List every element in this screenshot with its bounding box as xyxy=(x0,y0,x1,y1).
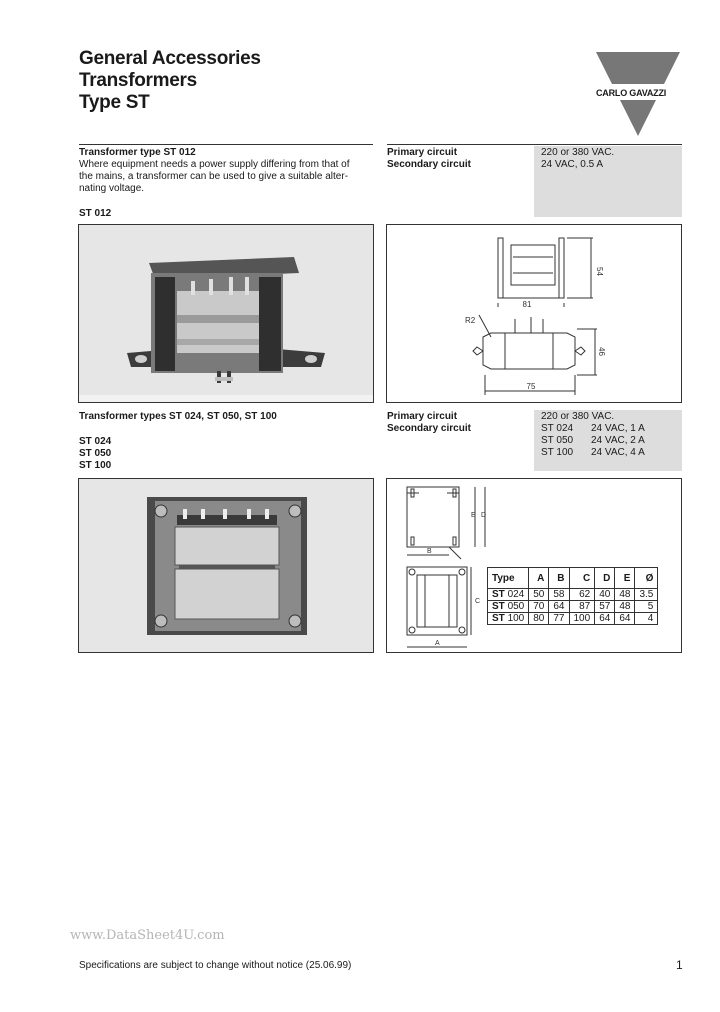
section1-secondary-label: Secondary circuit xyxy=(387,159,471,170)
title-line-2: Transformers xyxy=(79,70,197,91)
col-header-c: C xyxy=(568,567,596,589)
cell-diameter: 3.5 xyxy=(634,588,659,601)
cell-diameter: 5 xyxy=(634,600,659,613)
cell-b: 64 xyxy=(548,600,570,613)
section2-secondary-list: ST 024 24 VAC, 1 A ST 050 24 VAC, 2 A ST 1… xyxy=(534,423,682,459)
description-line: nating voltage. xyxy=(79,183,145,194)
cell-e: 48 xyxy=(614,600,636,613)
col-header-type: Type xyxy=(486,567,530,589)
section1-description: Where equipment needs a power supply dif… xyxy=(79,159,375,195)
dim-label-a: A xyxy=(435,640,440,647)
secondary-value: 24 VAC, 4 A xyxy=(591,447,645,458)
cell-c: 100 xyxy=(568,612,596,625)
cell-diameter: 4 xyxy=(634,612,659,625)
st024-photo-frame xyxy=(78,478,374,653)
dim-top-height: 54 xyxy=(595,267,604,276)
dim-bottom-height: 46 xyxy=(597,347,606,356)
cell-d: 40 xyxy=(594,588,616,601)
table-row: ST 024 50 58 62 40 48 3.5 xyxy=(486,588,659,601)
cell-d: 64 xyxy=(594,612,616,625)
page-title: General Accessories Transformers Type ST xyxy=(79,48,261,114)
cell-a: 80 xyxy=(528,612,550,625)
table-row: ST 100 80 77 100 64 64 4 xyxy=(486,612,659,625)
table-header-row: Type A B C D E Ø xyxy=(486,567,659,589)
section1-secondary-value: 24 VAC, 0.5 A xyxy=(541,159,604,170)
transformer-st024-photo xyxy=(79,479,373,652)
description-line: Where equipment needs a power supply dif… xyxy=(79,159,350,170)
logo-triangle-icon xyxy=(592,52,684,136)
section2-primary-label: Primary circuit xyxy=(387,411,458,422)
secondary-model: ST 050 xyxy=(541,435,574,446)
title-line-3: Type ST xyxy=(79,92,150,113)
section2-secondary-label: Secondary circuit xyxy=(387,423,471,434)
logo-text: CARLO GAVAZZI xyxy=(596,88,667,98)
st012-dimension-drawing: 81 54 R2 75 46 xyxy=(465,237,606,395)
st024-dimension-drawing: E D B C A xyxy=(406,486,486,648)
secondary-model: ST 024 xyxy=(541,423,574,434)
dim-label-e: E xyxy=(471,512,476,519)
type-cell: ST 050 xyxy=(486,600,530,613)
section1-rule-left xyxy=(79,144,373,145)
type-cell: ST 100 xyxy=(486,612,530,625)
type-number: 024 xyxy=(507,589,525,600)
footer-notice: Specifications are subject to change wit… xyxy=(79,960,352,971)
section2-heading: Transformer types ST 024, ST 050, ST 100 xyxy=(79,411,277,422)
watermark: www.DataSheet4U.com xyxy=(70,928,225,943)
secondary-row: ST 050 24 VAC, 2 A xyxy=(541,435,682,447)
dim-bottom-width: 75 xyxy=(527,382,536,391)
secondary-row: ST 100 24 VAC, 4 A xyxy=(541,447,682,459)
cell-d: 57 xyxy=(594,600,616,613)
cell-a: 50 xyxy=(528,588,550,601)
type-number: 100 xyxy=(507,613,525,624)
title-line-1: General Accessories xyxy=(79,48,261,69)
model-label: ST 050 xyxy=(79,448,112,459)
cell-b: 77 xyxy=(548,612,570,625)
section1-rule-right xyxy=(387,144,682,145)
section1-spec-box: 220 or 380 VAC. 24 VAC, 0.5 A xyxy=(534,146,682,217)
col-header-a: A xyxy=(528,567,550,589)
cell-c: 62 xyxy=(568,588,596,601)
cell-e: 48 xyxy=(614,588,636,601)
cell-c: 87 xyxy=(568,600,596,613)
st012-dimension-drawing-frame: 81 54 R2 75 46 xyxy=(386,224,682,403)
dim-label-b: B xyxy=(427,548,432,555)
section1-heading: Transformer type ST 012 xyxy=(79,147,196,158)
section1-model-label: ST 012 xyxy=(79,208,112,219)
col-header-d: D xyxy=(594,567,616,589)
dimension-table: Type A B C D E Ø ST 024 50 58 62 40 48 3… xyxy=(486,567,659,625)
section1-primary-label: Primary circuit xyxy=(387,147,458,158)
type-prefix: ST xyxy=(492,589,505,600)
carlo-gavazzi-logo: CARLO GAVAZZI xyxy=(592,52,684,138)
type-prefix: ST xyxy=(492,613,505,624)
transformer-st012-photo xyxy=(79,225,373,402)
secondary-value: 24 VAC, 2 A xyxy=(591,435,645,446)
dim-label-c: C xyxy=(475,598,480,605)
col-header-b: B xyxy=(548,567,570,589)
cell-b: 58 xyxy=(548,588,570,601)
st012-photo-frame xyxy=(78,224,374,403)
secondary-row: ST 024 24 VAC, 1 A xyxy=(541,423,682,435)
type-prefix: ST xyxy=(492,601,505,612)
dim-label-d: D xyxy=(481,512,486,519)
model-label: ST 024 xyxy=(79,436,112,447)
col-header-e: E xyxy=(614,567,636,589)
dim-top-width: 81 xyxy=(523,300,532,309)
section2-models: ST 024 ST 050 ST 100 xyxy=(79,436,111,472)
page-number: 1 xyxy=(676,958,683,972)
type-number: 050 xyxy=(507,601,525,612)
cell-e: 64 xyxy=(614,612,636,625)
dim-hole: R2 xyxy=(465,316,476,325)
st024-dimension-drawing-frame: E D B C A Type A B C D E Ø ST 024 50 58 … xyxy=(386,478,682,653)
secondary-model: ST 100 xyxy=(541,447,574,458)
section2-primary-value: 220 or 380 VAC. xyxy=(541,411,615,422)
secondary-value: 24 VAC, 1 A xyxy=(591,423,645,434)
col-header-diameter: Ø xyxy=(634,567,659,589)
cell-a: 70 xyxy=(528,600,550,613)
section2-spec-box: 220 or 380 VAC. ST 024 24 VAC, 1 A ST 050… xyxy=(534,410,682,471)
table-row: ST 050 70 64 87 57 48 5 xyxy=(486,600,659,613)
type-cell: ST 024 xyxy=(486,588,530,601)
model-label: ST 100 xyxy=(79,460,112,471)
section1-primary-value: 220 or 380 VAC. xyxy=(541,147,615,158)
description-line: the mains, a transformer can be used to … xyxy=(79,171,349,182)
